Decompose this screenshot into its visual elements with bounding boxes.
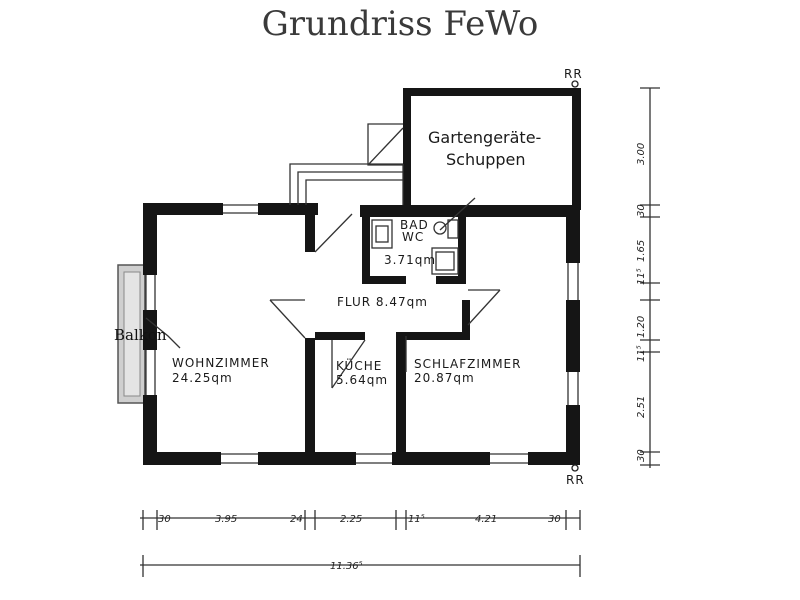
balcony-label: Balkon: [114, 326, 167, 344]
balcony-structure: [117, 264, 147, 404]
dim-h-1: 3.95: [215, 514, 237, 525]
dim-h-5: 4.21: [475, 514, 497, 525]
bath-label-line2: WC: [402, 230, 424, 244]
rr-marker-bottom: [571, 464, 579, 472]
dim-v-1: 30: [636, 204, 647, 217]
dim-h-3: 2.25: [340, 514, 362, 525]
dim-v-2: 1.65: [636, 240, 647, 262]
living-room-area: 24.25qm: [172, 371, 233, 385]
dim-v-0: 3.00: [636, 143, 647, 165]
bath-area: 3.71qm: [384, 253, 436, 267]
dim-h-0: 30: [158, 514, 171, 525]
hall-label: FLUR 8.47qm: [337, 295, 428, 309]
bedroom-name: SCHLAFZIMMER: [414, 357, 521, 371]
dim-v-3: 11⁵: [636, 268, 647, 285]
living-room-name: WOHNZIMMER: [172, 356, 270, 370]
dim-v-7: 30: [636, 449, 647, 462]
bedroom-area: 20.87qm: [414, 371, 475, 385]
dim-total: 11.36⁵: [330, 561, 363, 572]
rr-label-bottom: RR: [566, 473, 585, 487]
dimension-chain-horizontal: [140, 510, 581, 577]
dimension-chain-vertical: [640, 87, 660, 468]
dim-h-2: 24: [290, 514, 303, 525]
dim-h-4: 11⁵: [408, 514, 425, 525]
bath-fixtures: [371, 219, 459, 275]
rr-marker-top: [571, 80, 579, 88]
page-title: Grundriss FeWo: [261, 4, 539, 44]
windows: [144, 204, 579, 464]
dim-h-6: 30: [548, 514, 561, 525]
entrance-steps: [289, 163, 404, 205]
kitchen-area: 5.64qm: [336, 373, 388, 387]
garden-shed: [367, 88, 581, 210]
dim-v-6: 2.51: [636, 396, 647, 418]
kitchen-name: KÜCHE: [336, 357, 382, 373]
doors: [145, 197, 501, 389]
outer-walls: [143, 203, 580, 465]
shed-label-line1: Gartengeräte-: [428, 128, 541, 147]
rr-label-top: RR: [564, 67, 583, 81]
dim-v-5: 11⁵: [636, 345, 647, 362]
dim-v-4: 1.20: [636, 316, 647, 338]
interior-walls: [305, 210, 470, 458]
shed-label-line2: Schuppen: [446, 150, 526, 169]
bath-label-line1: BAD: [400, 218, 429, 232]
